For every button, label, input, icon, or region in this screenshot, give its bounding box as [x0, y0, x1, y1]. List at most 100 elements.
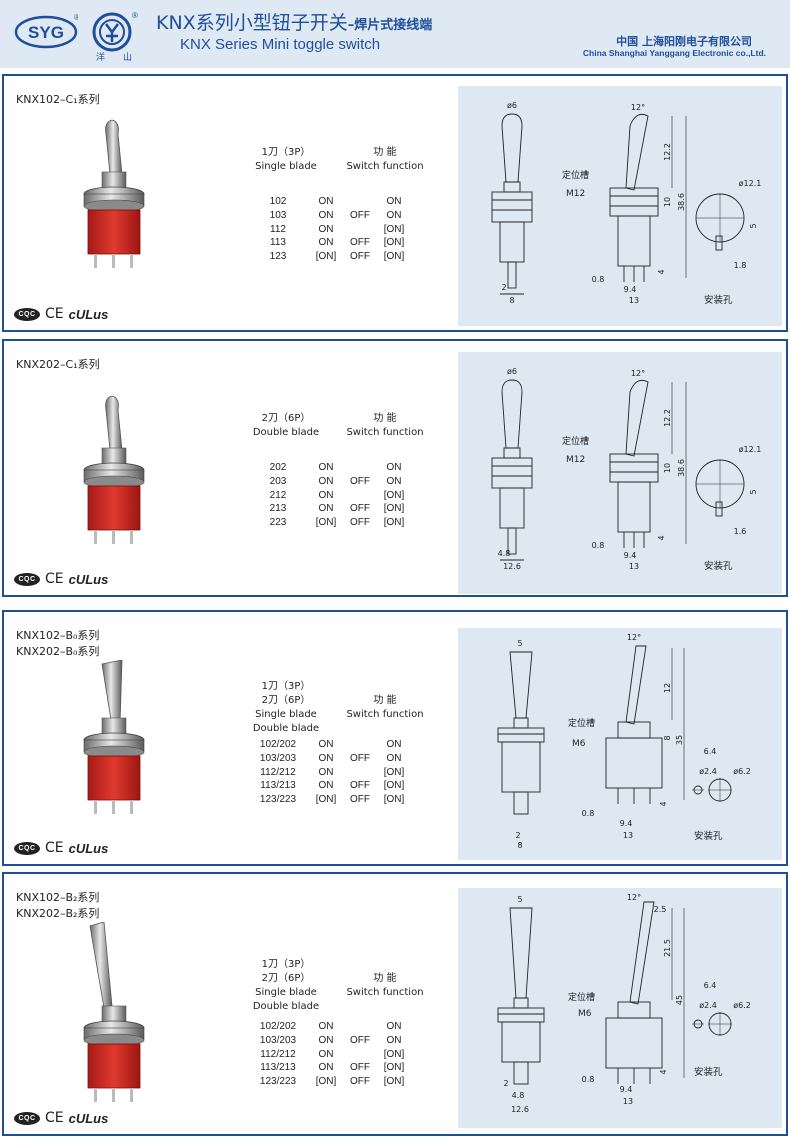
svg-text:9.4: 9.4 — [620, 819, 633, 828]
svg-text:ø2.4: ø2.4 — [699, 1001, 717, 1010]
svg-text:4.8: 4.8 — [512, 1091, 525, 1100]
model-name: KNX202–B₀系列 — [16, 645, 100, 658]
svg-text:5: 5 — [517, 895, 522, 904]
svg-text:1.6: 1.6 — [734, 527, 747, 536]
ce-mark-icon: CE — [45, 306, 64, 322]
position-1: ON — [318, 1048, 334, 1060]
ul-mark-icon: cULus — [68, 571, 109, 587]
blade-en: Single blade — [255, 987, 317, 998]
toggle-switch-photo — [64, 921, 164, 1123]
position-3: [ON] — [383, 766, 405, 778]
position-1: ON — [318, 196, 334, 207]
model-code: 223 — [269, 517, 287, 529]
table-row: 123/223[ON]OFF[ON] — [248, 1076, 412, 1090]
blade-cn: 2刀（6P） — [261, 973, 311, 984]
page-title-en: KNX Series Mini toggle switch — [180, 36, 381, 53]
blade-type: 2刀（6P）Double blade — [246, 412, 326, 440]
svg-text:2: 2 — [501, 283, 506, 292]
model-code: 103/203 — [259, 752, 297, 764]
svg-text:M12: M12 — [566, 455, 585, 465]
position-2 — [344, 767, 376, 781]
position-2: OFF — [350, 752, 370, 764]
position-2: OFF — [350, 1062, 370, 1074]
position-1: ON — [318, 739, 334, 750]
model-code: 102/202 — [259, 739, 297, 750]
position-3: ON — [386, 462, 402, 473]
model-name: KNX102–B₂系列 — [16, 891, 100, 904]
svg-text:6.4: 6.4 — [704, 981, 717, 990]
svg-text:5: 5 — [517, 639, 522, 648]
blade-cn: 1刀（3P） — [261, 681, 311, 692]
logo-chinese-text: 洋山 — [96, 53, 151, 63]
position-3: [ON] — [383, 237, 405, 249]
blade-type: 1刀（3P）Single blade — [246, 146, 326, 174]
svg-text:12.2: 12.2 — [663, 143, 672, 161]
mounting-hole-label: 安装孔 — [704, 561, 733, 572]
ul-mark-icon: cULus — [68, 1110, 109, 1126]
blade-cn: 2刀（6P） — [261, 695, 311, 706]
svg-text:M12: M12 — [566, 189, 585, 199]
svg-text:4.8: 4.8 — [498, 549, 511, 558]
svg-text:1.8: 1.8 — [734, 261, 747, 270]
svg-text:ø6.2: ø6.2 — [733, 767, 751, 776]
svg-text:12: 12 — [663, 683, 672, 693]
model-code: 123/223 — [259, 1076, 297, 1088]
svg-text:5: 5 — [749, 489, 758, 494]
position-1: ON — [318, 237, 334, 249]
position-3: ON — [386, 475, 402, 487]
function-en: Switch function — [346, 427, 424, 438]
svg-text:38.6: 38.6 — [677, 459, 686, 477]
position-1: ON — [318, 489, 334, 501]
svg-text:ø6: ø6 — [507, 101, 517, 110]
position-3: [ON] — [383, 489, 405, 501]
svg-text:2.5: 2.5 — [654, 905, 667, 914]
ce-mark-icon: CE — [45, 840, 64, 856]
svg-text:定位槽: 定位槽 — [562, 169, 589, 181]
function-en: Switch function — [346, 987, 424, 998]
model-code: 123/223 — [259, 794, 297, 806]
position-1: ON — [318, 503, 334, 515]
svg-text:10: 10 — [663, 463, 672, 473]
mounting-hole-label: 安装孔 — [704, 295, 733, 306]
blade-en: Single blade — [255, 161, 317, 172]
svg-text:8: 8 — [509, 296, 514, 305]
page-header: SYG ® ® 洋山 KNX系列小型钮子开关–焊片式接线端 KNX Series… — [0, 0, 790, 68]
position-3: [ON] — [383, 794, 405, 806]
position-3: [ON] — [383, 251, 405, 263]
model-code: 102 — [269, 196, 287, 207]
svg-text:38.6: 38.6 — [677, 193, 686, 211]
model-code: 203 — [269, 475, 287, 487]
position-3: ON — [386, 1034, 402, 1046]
position-2: OFF — [350, 475, 370, 487]
model-code: 103/203 — [259, 1034, 297, 1046]
svg-text:ø12.1: ø12.1 — [739, 445, 762, 454]
svg-text:12.6: 12.6 — [511, 1105, 529, 1114]
position-2 — [344, 462, 376, 476]
position-1: ON — [318, 475, 334, 487]
table-row: 123/223[ON]OFF[ON] — [248, 794, 412, 808]
ce-mark-icon: CE — [45, 1110, 64, 1126]
position-2: OFF — [350, 503, 370, 515]
logo-text: SYG — [28, 23, 64, 42]
function-cn: 功 能 — [373, 695, 397, 706]
position-1: ON — [318, 209, 334, 221]
blade-en: Double blade — [252, 1001, 320, 1012]
model-code: 103 — [269, 209, 287, 221]
position-3: ON — [386, 739, 402, 750]
svg-text:12°: 12° — [627, 633, 641, 642]
position-3: [ON] — [383, 1062, 405, 1074]
toggle-switch-photo — [64, 390, 164, 560]
position-3: [ON] — [383, 1048, 405, 1060]
svg-text:0.8: 0.8 — [592, 275, 605, 284]
cqc-mark-icon: CQC — [14, 572, 40, 586]
